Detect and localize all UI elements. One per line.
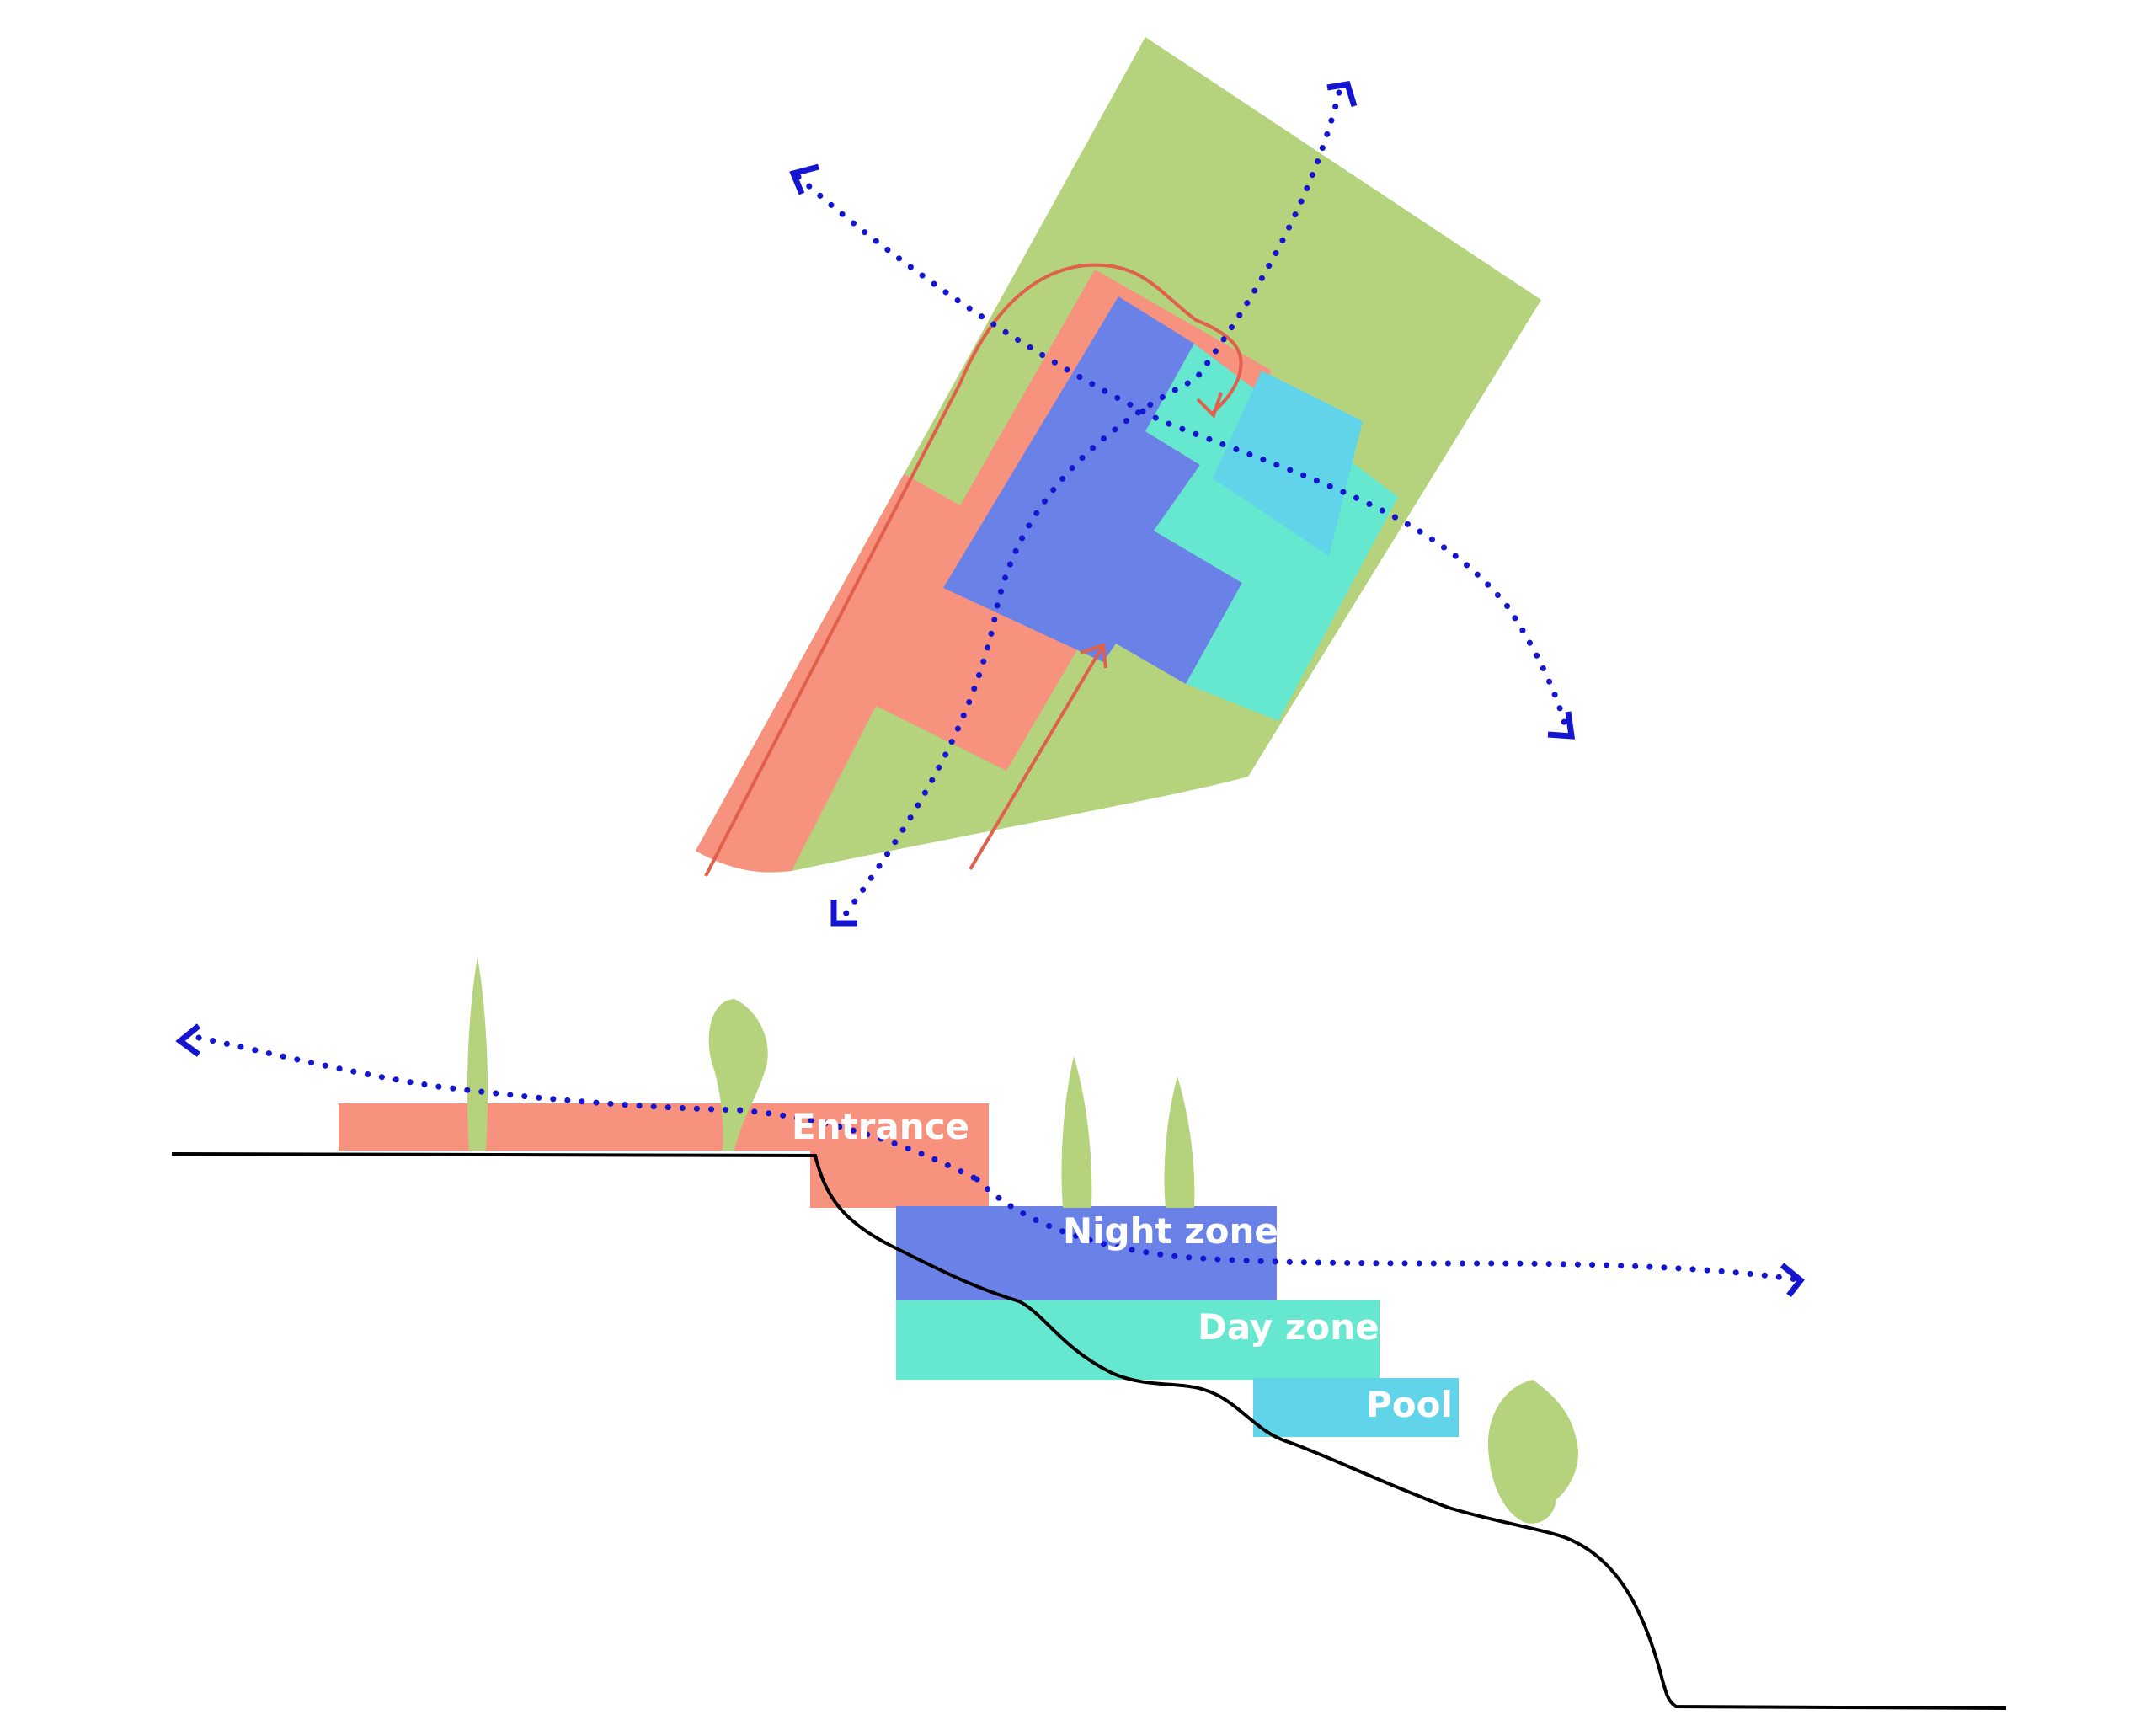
tree-cypress-3 (1164, 1076, 1195, 1208)
night-zone-area (943, 296, 1242, 684)
night-zone-label: Night zone (1063, 1210, 1278, 1252)
arrow-head-se (1547, 711, 1576, 740)
tree-round-2 (1487, 1380, 1578, 1524)
tree-cypress-2 (1061, 1056, 1092, 1208)
tree-cypress-1 (467, 957, 488, 1151)
section-view: Entrance Night zone Day zone Pool (171, 957, 2007, 1710)
arrow-head-west (175, 1023, 201, 1057)
pool-block (1253, 1378, 1459, 1437)
night-zone-block (896, 1206, 1277, 1300)
entrance-block (339, 1103, 989, 1151)
circulation-paths (704, 263, 1243, 877)
circulation-loop-arrowhead (1196, 392, 1223, 419)
view-axis-nw-se (795, 174, 1568, 728)
circulation-entry-line (969, 644, 1105, 871)
view-axes-section (175, 1023, 1806, 1298)
pool-area (1213, 371, 1363, 556)
entrance-label: Entrance (792, 1106, 969, 1147)
trees (467, 957, 1578, 1524)
arrow-head-sw (830, 900, 857, 927)
pool-label: Pool (1366, 1384, 1453, 1425)
view-axes-plan (789, 81, 1576, 927)
arrow-head-ne (1326, 81, 1358, 108)
arrow-head-nw (789, 163, 819, 195)
circulation-entry-arrowhead (1080, 643, 1107, 669)
ground-line (171, 1152, 2007, 1710)
tree-round-1 (708, 999, 768, 1151)
arrow-head-east (1780, 1263, 1805, 1298)
circulation-loop-line (704, 263, 1243, 877)
plan-view (696, 37, 1576, 927)
day-zone-label: Day zone (1198, 1306, 1380, 1348)
day-zone-block (896, 1300, 1380, 1380)
view-axis-ne-sw (841, 89, 1342, 920)
view-axis-west (195, 1034, 980, 1183)
entrance-block-lower (810, 1151, 989, 1208)
view-axis-east (974, 1176, 1806, 1284)
